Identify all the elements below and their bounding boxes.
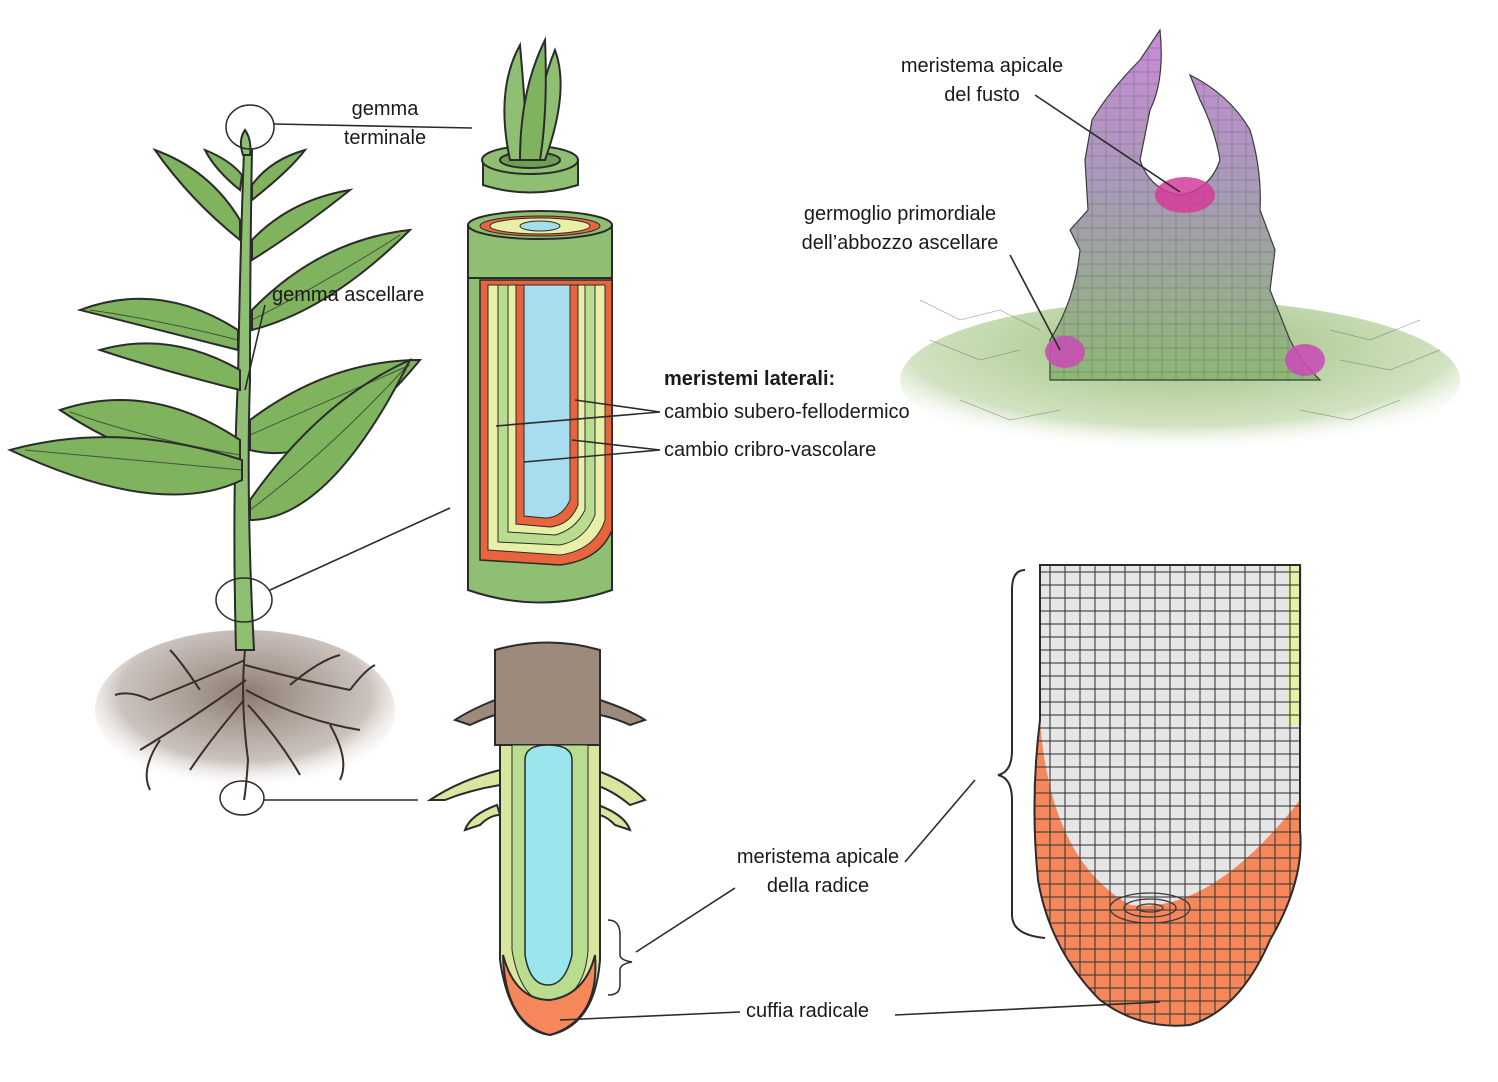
root-tip-illustration <box>997 564 1302 1027</box>
stem-section-illustration <box>467 210 613 604</box>
cork-cambium-label: cambio subero-fellodermico <box>664 401 910 423</box>
callout-circles <box>215 104 275 816</box>
root-apical-meristem-label: meristema apicale della radice <box>718 843 918 901</box>
shoot-apical-meristem-label-line1: meristema apicale <box>900 55 1064 77</box>
terminal-bud-illustration <box>481 36 579 194</box>
leaves <box>7 147 423 522</box>
lateral-meristems-heading: meristemi laterali: <box>664 368 836 390</box>
axillary-bud-label: gemma ascellare <box>272 284 425 306</box>
terminal-bud-label: gemma terminale <box>330 95 440 153</box>
root-apical-meristem-label-line1: meristema apicale <box>736 846 900 868</box>
axillary-primordium-label-line1: germoglio primordiale <box>803 203 997 225</box>
vascular-cambium-label: cambio cribro-vascolare <box>664 439 877 461</box>
root-cap-label: cuffia radicale <box>746 1000 870 1022</box>
whole-plant-illustration <box>7 104 423 816</box>
shoot-apical-meristem-label-line2: del fusto <box>944 84 1020 106</box>
axillary-primordium-label-line2: dell’abbozzo ascellare <box>801 232 999 254</box>
leader-lines <box>244 94 1181 1021</box>
root-section-illustration <box>426 641 648 1037</box>
axillary-primordium-label: germoglio primordiale dell’abbozzo ascel… <box>785 200 1015 258</box>
leaf-veins <box>24 234 411 511</box>
shoot-apical-meristem-label: meristema apicale del fusto <box>882 52 1082 110</box>
soil-patch <box>95 630 395 790</box>
root-apical-meristem-label-line2: della radice <box>766 875 870 897</box>
terminal-bud-label-line1: gemma <box>351 98 419 120</box>
terminal-bud-label-line2: terminale <box>343 127 427 149</box>
shoot-apex-illustration <box>900 28 1460 460</box>
root-system <box>114 649 376 801</box>
